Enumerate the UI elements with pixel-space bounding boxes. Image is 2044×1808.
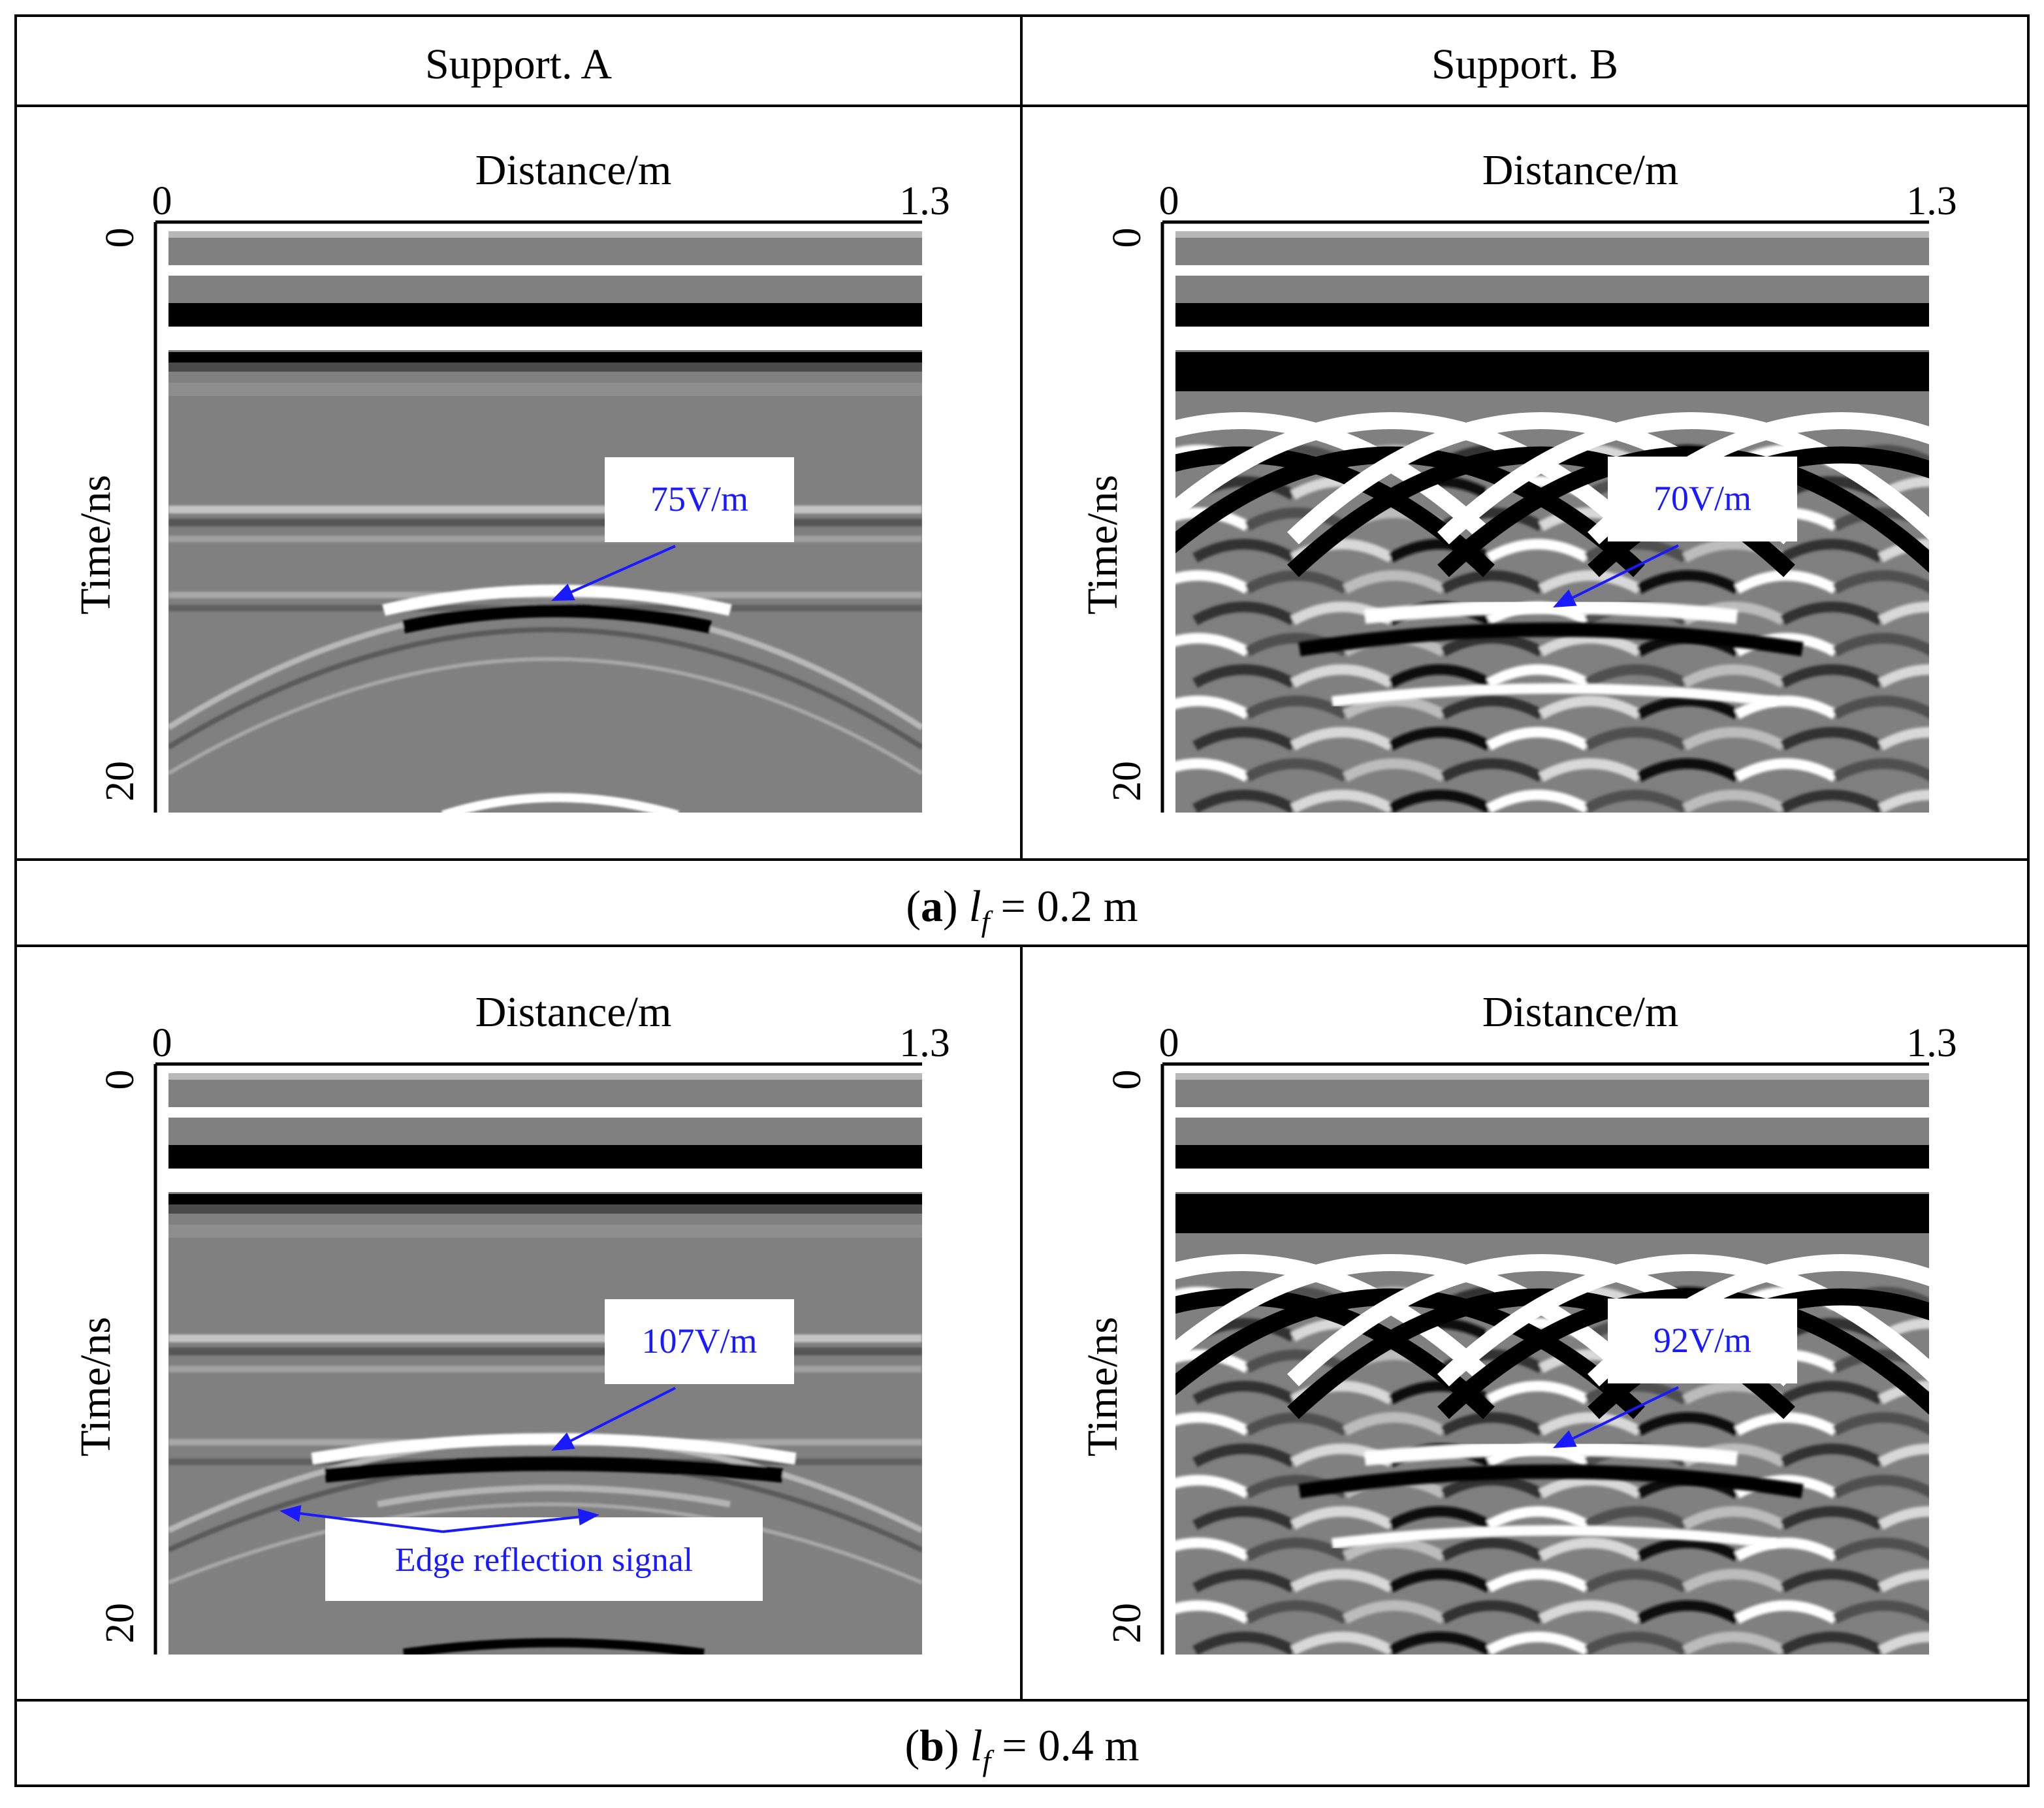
- radargram-image: [1175, 231, 1929, 813]
- y-tick-start: 0: [1105, 228, 1149, 248]
- annotation-arrow: [1568, 1386, 1679, 1442]
- y-tick-start: 0: [98, 1070, 142, 1090]
- radargram-image: [1175, 1073, 1929, 1655]
- arrow-head: [1553, 1430, 1577, 1448]
- x-tick-end: 1.3: [1906, 179, 1957, 223]
- value-annotation: 92V/m: [1608, 1299, 1797, 1383]
- header-support-b: Support. B: [1431, 40, 1618, 88]
- y-tick-end: 20: [1105, 761, 1149, 801]
- caption-a: (a) lf = 0.2 m: [906, 881, 1138, 938]
- y-tick-start: 0: [1105, 1070, 1149, 1090]
- value-annotation: 107V/m: [605, 1299, 794, 1384]
- y-tick-end: 20: [98, 1603, 142, 1643]
- x-tick-start: 0: [152, 179, 172, 223]
- y-axis-label: Time/ns: [72, 1317, 120, 1457]
- value-label: 70V/m: [1653, 479, 1751, 518]
- edge-reflection-annotation: Edge reflection signal: [279, 1505, 763, 1601]
- value-annotation: 70V/m: [1608, 457, 1797, 541]
- x-axis-label: Distance/m: [1482, 988, 1679, 1036]
- y-axis-label: Time/ns: [72, 475, 120, 615]
- table-grid: [14, 14, 2030, 1787]
- caption-b: (b) lf = 0.4 m: [904, 1720, 1139, 1777]
- annotation-arrow: [566, 1387, 676, 1444]
- value-annotation: 75V/m: [605, 457, 794, 542]
- value-label: 92V/m: [1653, 1321, 1751, 1360]
- annotation-arrow: [567, 545, 676, 595]
- y-tick-end: 20: [1105, 1603, 1149, 1643]
- y-tick-start: 0: [98, 228, 142, 248]
- annotation-arrow: [1568, 544, 1679, 601]
- header-support-a: Support. A: [425, 40, 612, 88]
- x-axis-label: Distance/m: [475, 146, 672, 194]
- x-tick-start: 0: [152, 1021, 172, 1065]
- x-tick-start: 0: [1159, 179, 1179, 223]
- x-tick-end: 1.3: [899, 1021, 950, 1065]
- y-axis-label: Time/ns: [1079, 1317, 1126, 1457]
- radargram-image: [168, 231, 922, 813]
- y-tick-end: 20: [98, 761, 142, 801]
- arrow-head: [551, 583, 575, 601]
- x-axis-label: Distance/m: [1482, 146, 1679, 194]
- value-label: 107V/m: [641, 1321, 757, 1361]
- x-tick-end: 1.3: [899, 179, 950, 223]
- x-axis-label: Distance/m: [475, 988, 672, 1036]
- edge-reflection-label: Edge reflection signal: [395, 1542, 693, 1579]
- arrow-head: [551, 1432, 575, 1451]
- x-tick-start: 0: [1159, 1021, 1179, 1065]
- arrow-head: [1553, 589, 1577, 607]
- x-tick-end: 1.3: [1906, 1021, 1957, 1065]
- y-axis-label: Time/ns: [1079, 475, 1126, 615]
- value-label: 75V/m: [650, 479, 748, 519]
